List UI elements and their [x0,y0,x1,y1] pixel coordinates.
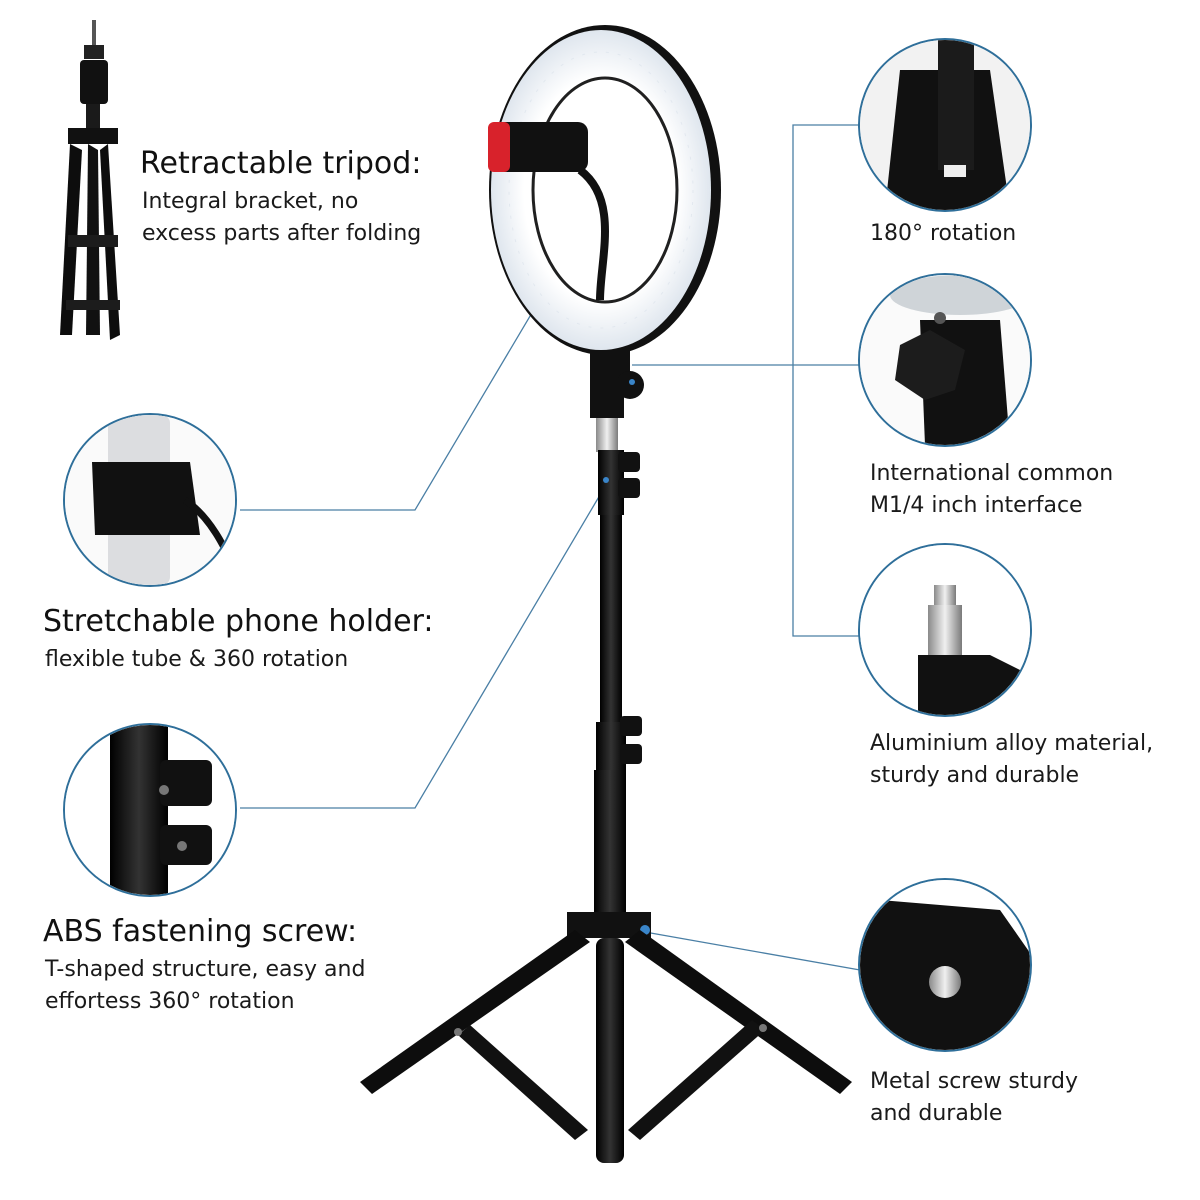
caption-alloy-line2: sturdy and durable [870,763,1080,788]
detail-rotation-circle [858,38,1032,212]
caption-alloy-line1: Aluminium alloy material, [870,731,1154,756]
feature-desc-screw-line2: effortess 360° rotation [45,989,295,1014]
detail-interface-circle [858,273,1032,447]
caption-interface-line1: International common [870,461,1114,486]
feature-desc-tripod-line1: Integral bracket, no [142,189,359,214]
caption-interface-line2: M1/4 inch interface [870,493,1083,518]
folded-tripod-image [60,20,120,340]
feature-title-phone-holder: Stretchable phone holder: [43,604,434,639]
feature-title-fastening-screw: ABS fastening screw: [43,914,358,949]
detail-phone-holder-circle [63,413,237,587]
caption-rotation: 180° rotation [870,221,1017,246]
caption-metal-screw-line2: and durable [870,1101,1003,1126]
caption-metal-screw-line1: Metal screw sturdy [870,1069,1079,1094]
light-stand [360,450,852,1163]
feature-desc-phone-holder: flexible tube & 360 rotation [45,647,349,672]
detail-fastening-screw-circle [63,723,237,897]
feature-desc-screw-line1: T-shaped structure, easy and [45,957,366,982]
ring-light [488,25,721,452]
detail-alloy-circle [858,543,1032,717]
feature-desc-tripod-line2: excess parts after folding [142,221,422,246]
feature-title-tripod: Retractable tripod: [140,146,422,181]
detail-metal-screw-circle [858,878,1032,1052]
